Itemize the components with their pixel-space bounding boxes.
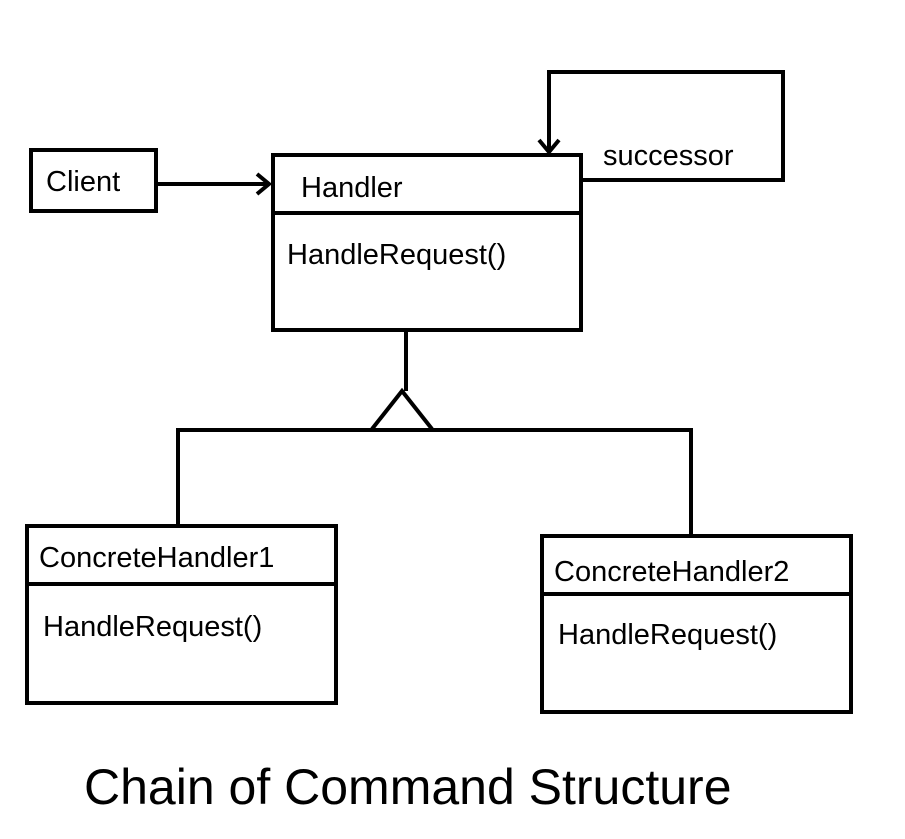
concrete-handler-1-method: HandleRequest()	[43, 611, 263, 643]
successor-arrowhead	[537, 138, 561, 156]
successor-label: successor	[603, 140, 734, 172]
handler-method: HandleRequest()	[287, 239, 507, 271]
handler-class-name: Handler	[301, 172, 403, 204]
client-box: Client	[29, 148, 158, 213]
client-label: Client	[46, 166, 121, 198]
diagram-caption: Chain of Command Structure	[84, 759, 732, 815]
concrete-handler-2-box: ConcreteHandler2 HandleRequest()	[540, 534, 853, 714]
client-handler-arrowhead	[255, 172, 273, 196]
handler-name-compartment: Handler	[275, 157, 579, 215]
handler-class-box: Handler HandleRequest()	[271, 153, 583, 332]
concrete-handler-2-method: HandleRequest()	[558, 619, 778, 651]
concrete-handler-2-name-compartment: ConcreteHandler2	[544, 538, 849, 596]
concrete-handler-2-name: ConcreteHandler2	[554, 556, 790, 588]
concrete-handler-1-name-compartment: ConcreteHandler1	[29, 528, 334, 586]
concrete-handler-1-name: ConcreteHandler1	[39, 542, 275, 574]
inheritance-triangle	[370, 387, 434, 431]
successor-loop	[547, 70, 785, 182]
concrete-handler-1-box: ConcreteHandler1 HandleRequest()	[25, 524, 338, 705]
